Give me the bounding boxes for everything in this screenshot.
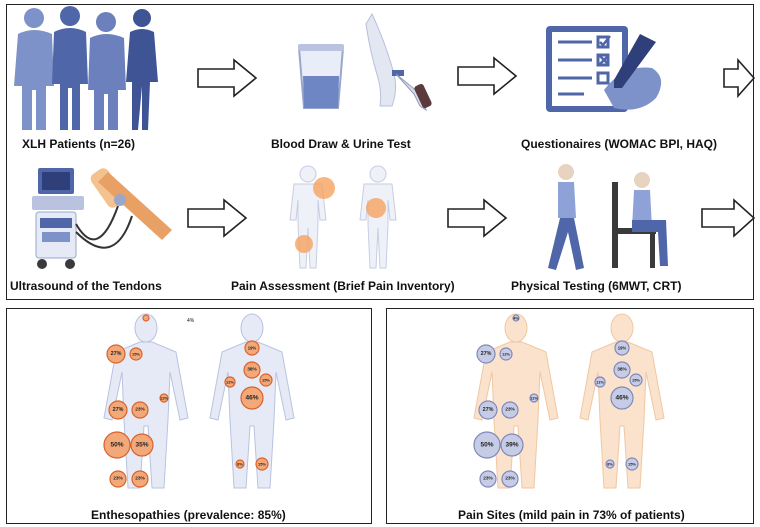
bubble-label: 27%: [481, 351, 492, 357]
pain-sites-caption: Pain Sites (mild pain in 73% of patients…: [458, 508, 685, 522]
bubble-label: 23%: [483, 476, 493, 482]
bubble-marker: [240, 386, 264, 410]
bubble-marker: [142, 314, 150, 322]
urine-cup-icon: [297, 44, 345, 109]
bubble-marker: [476, 344, 496, 364]
patients-illustration: [14, 6, 158, 130]
flow-arrow-2: [457, 56, 518, 96]
bubble-marker: [244, 340, 260, 356]
bubble-label: 15%: [132, 352, 140, 357]
bubble-label: 15%: [628, 462, 636, 467]
bubble-marker: [501, 470, 519, 488]
bubble-marker: [605, 459, 615, 469]
physical-testing-illustration: [548, 164, 668, 270]
enthesopathies-body-map: 27% 15% 12% 27% 23% 50% 35% 23% 23% 19% 38% 12% 15% 4…: [103, 313, 295, 489]
bubble-label: 27%: [113, 407, 124, 413]
enthesopathies-panel: [6, 308, 372, 524]
bubble-label: 27%: [483, 407, 494, 413]
flow-arrow-3: [723, 57, 756, 99]
enthesopathies-stray-label: 4%: [187, 318, 195, 324]
flow-arrow-6: [701, 198, 756, 238]
bubble-label: 50%: [110, 442, 123, 449]
bubble-label: 8%: [607, 462, 613, 467]
bubble-label: 4%: [513, 316, 519, 321]
bubble-marker: [109, 470, 127, 488]
bubble-label: 23%: [135, 476, 145, 482]
bubble-label: 39%: [505, 442, 518, 449]
bubble-marker: [500, 433, 524, 457]
bubble-marker: [131, 470, 149, 488]
bubble-marker: [159, 393, 169, 403]
step-label-physical-testing: Physical Testing (6MWT, CRT): [511, 279, 682, 293]
bubble-label: 8%: [237, 462, 243, 467]
bubble-label: 23%: [135, 407, 145, 413]
bubble-label: 23%: [505, 407, 515, 413]
bubble-marker: [479, 470, 497, 488]
bubble-marker: [629, 373, 643, 387]
bubble-marker: [499, 347, 513, 361]
flow-arrow-5: [447, 198, 508, 238]
bubble-marker: [129, 347, 143, 361]
bubble-marker: [235, 459, 245, 469]
pain-sites-panel: [386, 308, 754, 524]
step-label-questionnaires: Questionaires (WOMAC BPI, HAQ): [521, 137, 718, 151]
ultrasound-illustration: [32, 168, 172, 269]
bubble-label: 19%: [618, 346, 627, 351]
bubble-marker: [594, 376, 606, 388]
bubble-label: 12%: [502, 352, 510, 357]
bubble-label: 35%: [135, 442, 148, 449]
bubble-label: 11%: [596, 380, 604, 385]
bubble-marker: [478, 400, 498, 420]
bubble-label: 46%: [245, 395, 258, 402]
step-label-patients: XLH Patients (n=26): [22, 137, 136, 151]
bubble-label: 15%: [632, 378, 640, 383]
bubble-label: 23%: [113, 476, 123, 482]
bubble-label: 38%: [247, 367, 257, 373]
bubble-label: 12%: [226, 380, 234, 385]
bubble-label: 19%: [248, 346, 257, 351]
bubble-marker: [625, 457, 639, 471]
step-label-ultrasound: Ultrasound of the Tendons: [10, 279, 162, 293]
bubble-marker: [614, 340, 630, 356]
bubble-marker: [106, 344, 126, 364]
pain-assessment-illustration: [289, 165, 397, 269]
bubble-marker: [255, 457, 269, 471]
bubble-label: 12%: [160, 396, 168, 401]
bubble-marker: [473, 431, 501, 459]
bubble-marker: [501, 401, 519, 419]
enthesopathies-caption: Enthesopathies (prevalence: 85%): [91, 508, 286, 522]
questionnaire-icon: [546, 26, 662, 112]
bubble-marker: [610, 386, 634, 410]
bubble-marker: [108, 400, 128, 420]
flow-arrow-1: [197, 58, 258, 98]
bubble-marker: [131, 401, 149, 419]
bubble-label: 50%: [480, 442, 493, 449]
pain-sites-body-map: 4% 27% 12% 11% 27% 23% 50% 39% 23% 23% 19% 38% 11% 15…: [473, 313, 665, 489]
bubble-label: 38%: [617, 367, 627, 373]
step-label-pain-assessment: Pain Assessment (Brief Pain Inventory): [231, 279, 455, 293]
step-label-blood-urine: Blood Draw & Urine Test: [271, 137, 411, 151]
bubble-marker: [259, 373, 273, 387]
bubble-label: 46%: [615, 395, 628, 402]
bubble-label: 15%: [258, 462, 266, 467]
bubble-marker: [224, 376, 236, 388]
bubble-marker: [130, 433, 154, 457]
bubble-label: 15%: [262, 378, 270, 383]
bubble-marker: [243, 361, 261, 379]
bubble-label: 11%: [530, 396, 538, 401]
bubble-label: 27%: [111, 351, 122, 357]
bubble-marker: [613, 361, 631, 379]
bubble-marker: [529, 393, 539, 403]
blood-draw-arm-icon: [365, 12, 432, 112]
bubble-marker: [512, 314, 520, 322]
bubble-label: 23%: [505, 476, 515, 482]
flow-arrow-4: [187, 198, 248, 238]
bubble-marker: [103, 431, 131, 459]
